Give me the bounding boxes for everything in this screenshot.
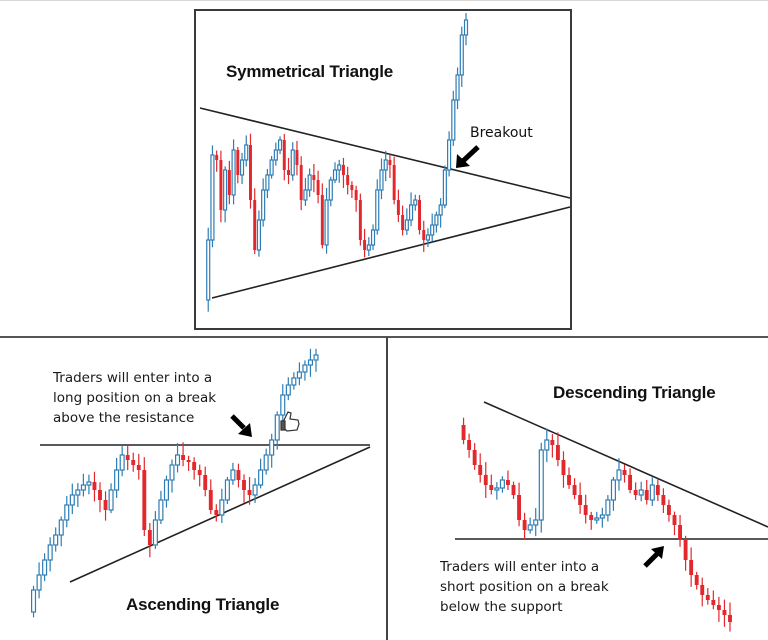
asc-candles xyxy=(31,348,319,618)
asc-note-line-3: above the resistance xyxy=(53,410,195,426)
asc-note-line-1: Traders will enter into a xyxy=(53,370,213,386)
sym-resistance-line xyxy=(199,107,571,199)
asc-title: Ascending Triangle xyxy=(126,595,280,614)
panel-divider-vertical xyxy=(386,337,388,640)
arrow-down-right-icon xyxy=(230,414,252,437)
desc-resistance-line xyxy=(483,401,768,528)
sym-support-line xyxy=(211,206,571,299)
top-border xyxy=(0,0,768,1)
asc-note-line-2: long position on a break xyxy=(53,390,217,406)
sym-title: Symmetrical Triangle xyxy=(226,62,394,81)
desc-note-line-1: Traders will enter into a xyxy=(440,559,600,575)
sym-candles xyxy=(206,13,469,312)
thumbs-up-icon xyxy=(280,411,300,432)
panel-divider-horizontal xyxy=(0,336,768,338)
desc-candles xyxy=(461,417,732,632)
desc-note-line-2: short position on a break xyxy=(440,579,609,595)
desc-title: Descending Triangle xyxy=(553,383,716,402)
breakout-label: Breakout xyxy=(470,125,533,141)
desc-note-line-3: below the support xyxy=(440,599,563,615)
arrow-down-left-icon xyxy=(456,145,480,168)
arrow-up-right-icon xyxy=(643,546,664,568)
symmetrical-triangle-panel xyxy=(194,9,572,330)
asc-note: Traders will enter into a long position … xyxy=(53,368,216,428)
desc-note: Traders will enter into a short position… xyxy=(440,557,609,617)
